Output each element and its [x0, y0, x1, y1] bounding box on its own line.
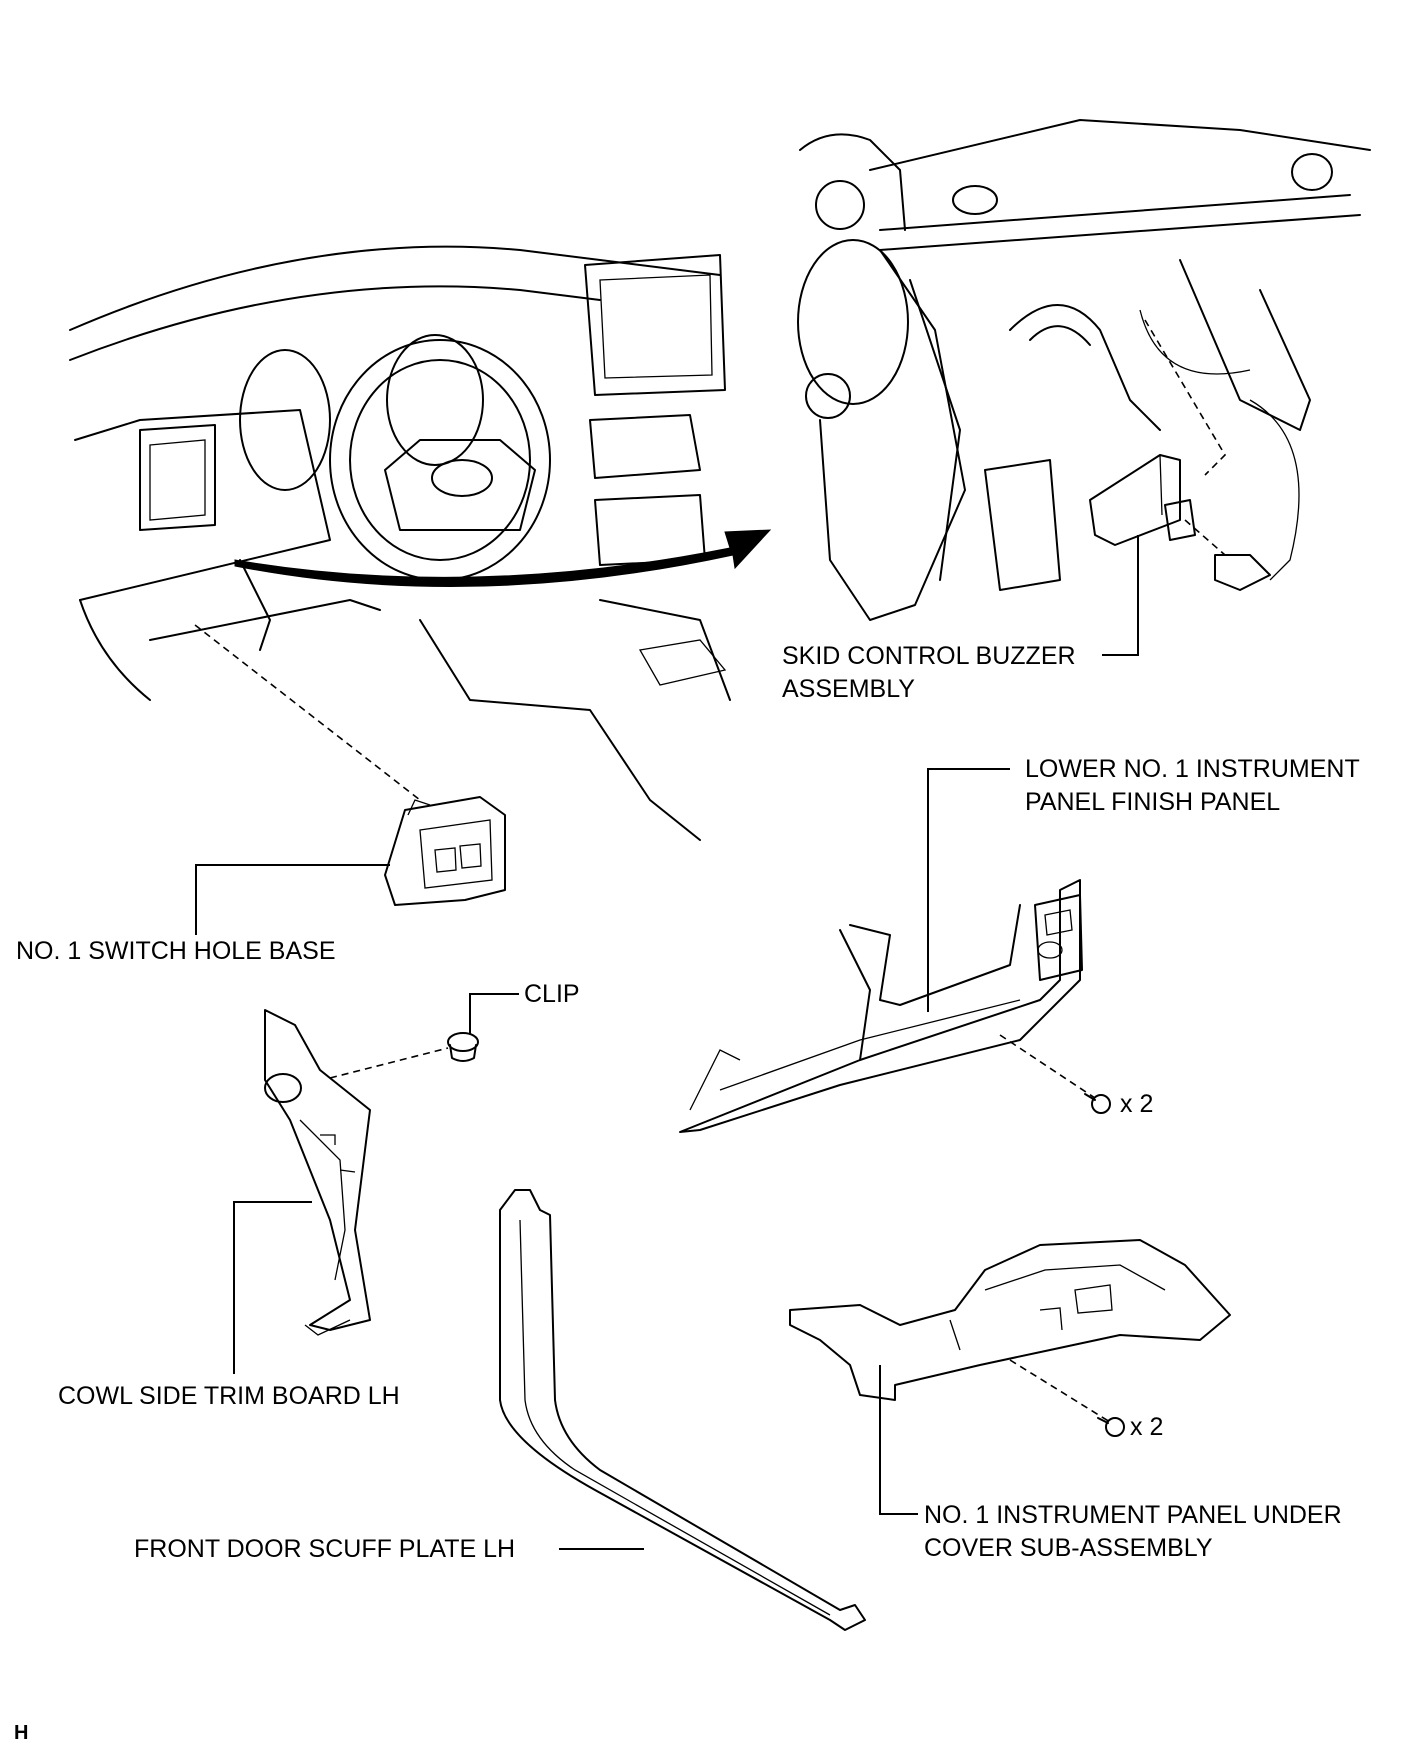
buzzer-connector-line	[1184, 519, 1226, 556]
buzzer-install-line	[1144, 319, 1227, 476]
leader-clip	[469, 993, 519, 1034]
label-line: LOWER NO. 1 INSTRUMENT	[1025, 755, 1360, 783]
label-line: NO. 1 INSTRUMENT PANEL UNDER	[924, 1501, 1342, 1529]
dashboard-overview	[69, 245, 731, 841]
lower-finish-panel-part	[679, 879, 1083, 1133]
cowl-side-trim-part	[264, 1009, 371, 1336]
detail-view	[797, 119, 1371, 621]
label-scuff-plate: FRONT DOOR SCUFF PLATE LH	[134, 1535, 516, 1563]
label-bolt-count-upper: x 2	[1120, 1090, 1154, 1118]
finish-panel-bolt-line	[999, 1034, 1096, 1099]
label-lower-finish-panel: LOWER NO. 1 INSTRUMENT PANEL FINISH PANE…	[1025, 753, 1360, 819]
leader-skid-control-buzzer	[1102, 535, 1139, 656]
switch-hole-base-part	[384, 796, 506, 906]
label-clip: CLIP	[524, 980, 580, 1008]
label-bolt-count-lower: x 2	[1130, 1413, 1164, 1441]
figure-code: H	[14, 1722, 29, 1744]
leader-cowl-side-trim	[233, 1201, 312, 1374]
clip-install-line	[329, 1047, 449, 1079]
label-cowl-side-trim: COWL SIDE TRIM BOARD LH	[58, 1382, 400, 1410]
label-skid-control-buzzer: SKID CONTROL BUZZER ASSEMBLY	[782, 640, 1076, 706]
label-switch-hole-base: NO. 1 SWITCH HOLE BASE	[16, 937, 336, 965]
under-cover-bolt-line	[1009, 1359, 1111, 1423]
clip-part	[447, 1032, 479, 1062]
leader-lower-finish-panel	[927, 768, 1010, 1012]
label-line: PANEL FINISH PANEL	[1025, 788, 1281, 816]
label-under-cover: NO. 1 INSTRUMENT PANEL UNDER COVER SUB-A…	[924, 1499, 1342, 1565]
label-line: SKID CONTROL BUZZER	[782, 642, 1076, 670]
label-line: COVER SUB-ASSEMBLY	[924, 1534, 1213, 1562]
switch-hole-base-install-line	[194, 624, 421, 801]
leader-switch-hole-base	[195, 864, 390, 935]
direction-arrow	[234, 529, 772, 588]
leader-under-cover	[879, 1365, 918, 1515]
under-cover-part	[789, 1239, 1231, 1401]
scuff-plate-part	[499, 1189, 866, 1631]
label-line: ASSEMBLY	[782, 675, 915, 703]
bolt-lower	[1097, 1417, 1125, 1437]
bolt-upper	[1084, 1093, 1111, 1114]
